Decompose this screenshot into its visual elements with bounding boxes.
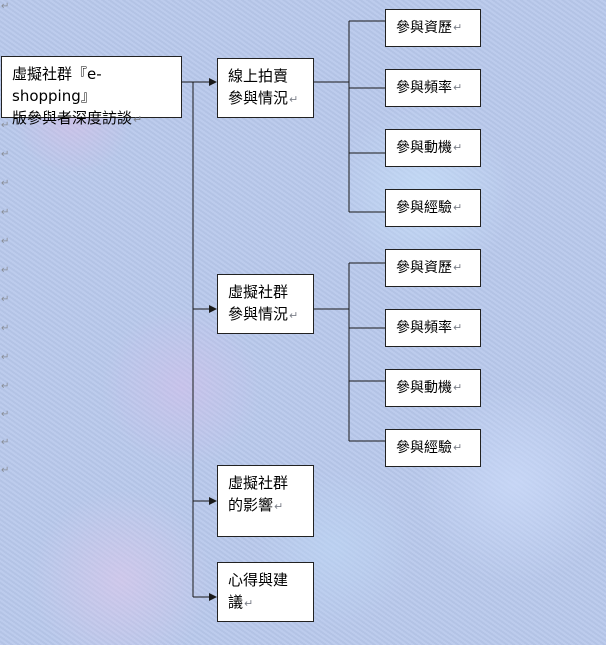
paragraph-mark-icon: ↵ <box>1 437 10 448</box>
leaf-label: 參與經驗 <box>396 440 452 456</box>
paragraph-mark-icon: ↵ <box>1 236 10 247</box>
leaf-label: 參與資歷 <box>396 20 452 36</box>
paragraph-mark-icon: ↵ <box>1 352 10 363</box>
leaf-auction-4: 參與經驗↵ <box>385 189 481 227</box>
leaf-label: 參與經驗 <box>396 200 452 216</box>
paragraph-mark-icon: ↵ <box>1 149 10 160</box>
paragraph-mark-icon: ↵ <box>453 381 463 394</box>
branch-impact-line2: 的影響 <box>228 496 274 514</box>
paragraph-mark-icon: ↵ <box>453 21 463 34</box>
paragraph-mark-icon: ↵ <box>453 81 463 94</box>
leaf-community-2: 參與頻率↵ <box>385 309 481 347</box>
paragraph-mark-icon: ↵ <box>1 207 10 218</box>
branch-impact: 虛擬社群 的影響↵ <box>217 465 314 537</box>
paragraph-mark-icon: ↵ <box>1 409 10 420</box>
leaf-label: 參與頻率 <box>396 80 452 96</box>
paragraph-mark-icon: ↵ <box>1 465 10 476</box>
paragraph-mark-icon: ↵ <box>1 1 10 12</box>
paragraph-mark-icon: ↵ <box>1 178 10 189</box>
branch-auction: 線上拍賣 參與情況↵ <box>217 58 314 118</box>
root-line2: 版參與者深度訪談 <box>12 109 133 127</box>
paragraph-mark-icon: ↵ <box>453 321 463 334</box>
branch-advice: 心得與建 議↵ <box>217 562 314 622</box>
paragraph-mark-icon: ↵ <box>453 441 463 454</box>
paragraph-mark-icon: ↵ <box>1 381 10 392</box>
arrowhead-icon <box>209 78 217 86</box>
paragraph-mark-icon: ↵ <box>289 93 299 106</box>
arrowhead-icon <box>209 497 217 505</box>
leaf-auction-2: 參與頻率↵ <box>385 69 481 107</box>
leaf-community-3: 參與動機↵ <box>385 369 481 407</box>
branch-advice-line2: 議 <box>228 593 244 611</box>
paragraph-mark-icon: ↵ <box>289 309 299 322</box>
paragraph-mark-icon: ↵ <box>1 265 10 276</box>
leaf-auction-1: 參與資歷↵ <box>385 9 481 47</box>
leaf-label: 參與動機 <box>396 140 452 156</box>
paragraph-mark-icon: ↵ <box>453 141 463 154</box>
paragraph-mark-icon: ↵ <box>244 597 254 610</box>
branch-auction-line2: 參與情況 <box>228 89 289 107</box>
branch-community-line1: 虛擬社群 <box>228 283 289 301</box>
leaf-label: 參與資歷 <box>396 260 452 276</box>
paragraph-mark-icon: ↵ <box>453 261 463 274</box>
paragraph-mark-icon: ↵ <box>274 500 284 513</box>
leaf-label: 參與動機 <box>396 380 452 396</box>
arrowhead-icon <box>209 593 217 601</box>
branch-advice-line1: 心得與建 <box>228 571 289 589</box>
paragraph-mark-icon: ↵ <box>133 113 143 126</box>
branch-impact-line1: 虛擬社群 <box>228 474 289 492</box>
paragraph-mark-icon: ↵ <box>1 120 10 131</box>
leaf-community-1: 參與資歷↵ <box>385 249 481 287</box>
branch-community-line2: 參與情況 <box>228 305 289 323</box>
branch-auction-line1: 線上拍賣 <box>228 67 289 85</box>
leaf-auction-3: 參與動機↵ <box>385 129 481 167</box>
leaf-label: 參與頻率 <box>396 320 452 336</box>
leaf-community-4: 參與經驗↵ <box>385 429 481 467</box>
root-line1: 虛擬社群『e-shopping』 <box>12 65 102 105</box>
paragraph-mark-icon: ↵ <box>453 201 463 214</box>
paragraph-mark-icon: ↵ <box>1 294 10 305</box>
paragraph-mark-icon: ↵ <box>1 323 10 334</box>
arrowhead-icon <box>209 305 217 313</box>
branch-community: 虛擬社群 參與情況↵ <box>217 274 314 334</box>
root-node: 虛擬社群『e-shopping』 版參與者深度訪談↵ <box>1 56 182 127</box>
